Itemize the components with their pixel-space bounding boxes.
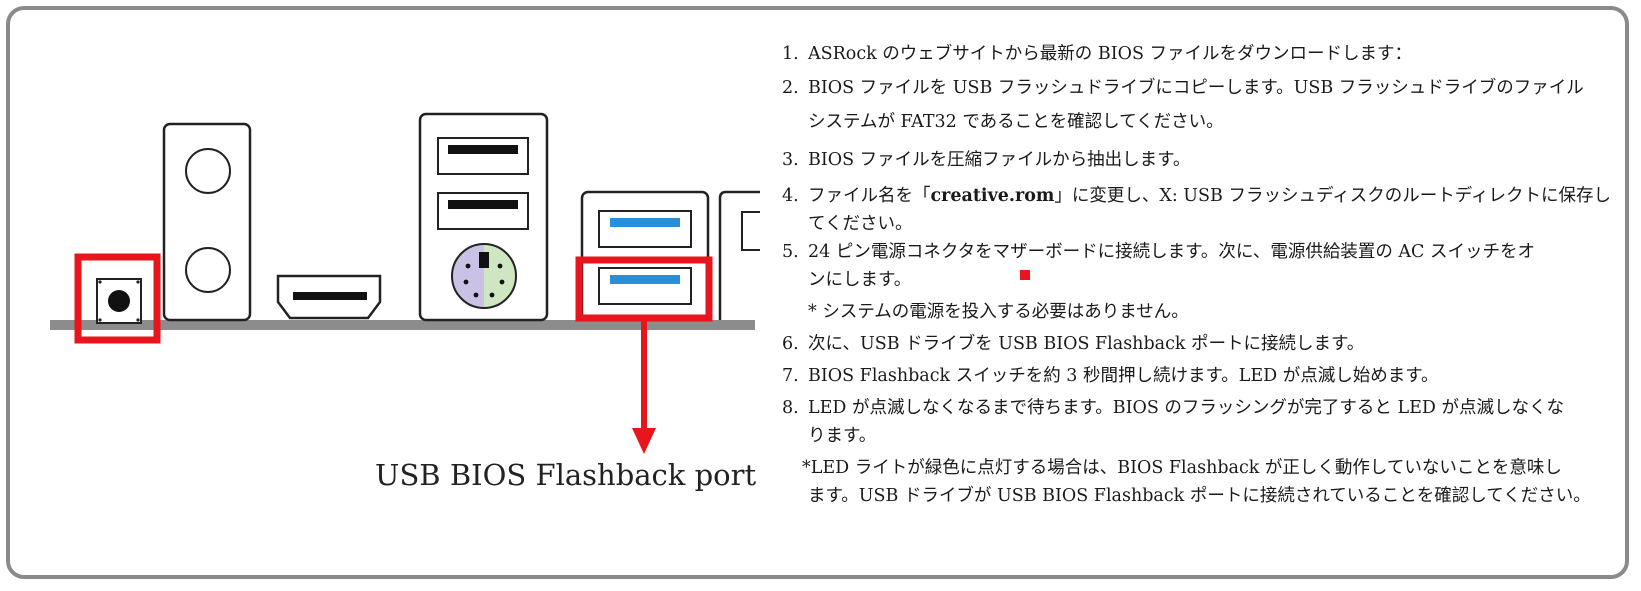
step-number: 3. bbox=[782, 150, 799, 170]
step-1: 1. ASRock のウェブサイトから最新の BIOS ファイルをダウンロードしま… bbox=[782, 40, 1582, 68]
step-text-post: 」に変更し、X: USB フラッシュディスクのルートディレクトに保存し bbox=[1054, 186, 1612, 206]
step-number: 1. bbox=[782, 44, 799, 64]
step-text-continued: ンにします。 bbox=[808, 270, 912, 290]
footnote-line-1: *LED ライトが緑色に点灯する場合は、BIOS Flashback が正しく動… bbox=[802, 458, 1562, 478]
step-text: LED が点滅しなくなるまで待ちます。BIOS のフラッシングが完了すると LE… bbox=[808, 398, 1564, 418]
hdmi-port bbox=[276, 274, 382, 320]
figure-frame bbox=[6, 6, 1629, 579]
antenna-connectors bbox=[162, 122, 252, 322]
step-text: BIOS Flashback スイッチを約 3 秒間押し続けます。LED が点滅… bbox=[808, 366, 1439, 386]
io-board-edge bbox=[50, 320, 755, 330]
step-5: 5. 24 ピン電源コネクタをマザーボードに接続します。次に、電源供給装置の AC… bbox=[782, 238, 1582, 294]
step-number: 6. bbox=[782, 334, 799, 354]
step-text: BIOS ファイルを USB フラッシュドライブにコピーします。USB フラッシ… bbox=[808, 78, 1584, 98]
step-4: 4. ファイル名を「creative.rom」に変更し、X: USB フラッシュデ… bbox=[782, 182, 1611, 238]
next-connector-partial bbox=[718, 190, 760, 320]
flashback-button-highlight bbox=[74, 253, 161, 344]
filename-bold: creative.rom bbox=[930, 186, 1055, 206]
pointer-arrow bbox=[632, 318, 656, 454]
step-number: 4. bbox=[782, 186, 799, 206]
step-number: 8. bbox=[782, 398, 799, 418]
step-text: 24 ピン電源コネクタをマザーボードに接続します。次に、電源供給装置の AC ス… bbox=[808, 242, 1536, 262]
step-number: 5. bbox=[782, 242, 799, 262]
footnote-line-2: ます。USB ドライブが USB BIOS Flashback ポートに接続され… bbox=[808, 486, 1591, 506]
step-2: 2. BIOS ファイルを USB フラッシュドライブにコピーします。USB フラ… bbox=[782, 74, 1584, 136]
step-text-continued: システムが FAT32 であることを確認してください。 bbox=[808, 112, 1224, 132]
bios-flashback-button bbox=[96, 278, 142, 324]
usb3-stack bbox=[580, 190, 710, 322]
step-7: 7. BIOS Flashback スイッチを約 3 秒間押し続けます。LED が… bbox=[782, 362, 1582, 390]
port-caption: USB BIOS Flashback port bbox=[375, 458, 757, 492]
step-5-note: * システムの電源を投入する必要はありません。 bbox=[808, 302, 1189, 322]
rear-io-diagram bbox=[50, 112, 760, 454]
step-number: 2. bbox=[782, 78, 799, 98]
red-marker bbox=[1020, 270, 1030, 280]
usb-flashback-port bbox=[598, 267, 692, 305]
step-text: ASRock のウェブサイトから最新の BIOS ファイルをダウンロードします： bbox=[808, 44, 1413, 64]
step-text-pre: ファイル名を「 bbox=[808, 186, 931, 206]
step-number: 7. bbox=[782, 366, 799, 386]
step-text-continued: てください。 bbox=[808, 214, 913, 234]
step-6: 6. 次に、USB ドライブを USB BIOS Flashback ポートに接続… bbox=[782, 330, 1582, 358]
step-text-continued: ります。 bbox=[808, 426, 877, 446]
step-text: BIOS ファイルを圧縮ファイルから抽出します。 bbox=[808, 150, 1191, 170]
usb2-ps2-stack bbox=[418, 112, 549, 322]
step-8: 8. LED が点滅しなくなるまで待ちます。BIOS のフラッシングが完了すると … bbox=[782, 394, 1582, 450]
ps2-port bbox=[451, 243, 517, 309]
step-text: 次に、USB ドライブを USB BIOS Flashback ポートに接続しま… bbox=[808, 334, 1365, 354]
step-text: ファイル名を「creative.rom」に変更し、X: USB フラッシュディス… bbox=[808, 182, 1611, 210]
step-3: 3. BIOS ファイルを圧縮ファイルから抽出します。 bbox=[782, 146, 1582, 174]
